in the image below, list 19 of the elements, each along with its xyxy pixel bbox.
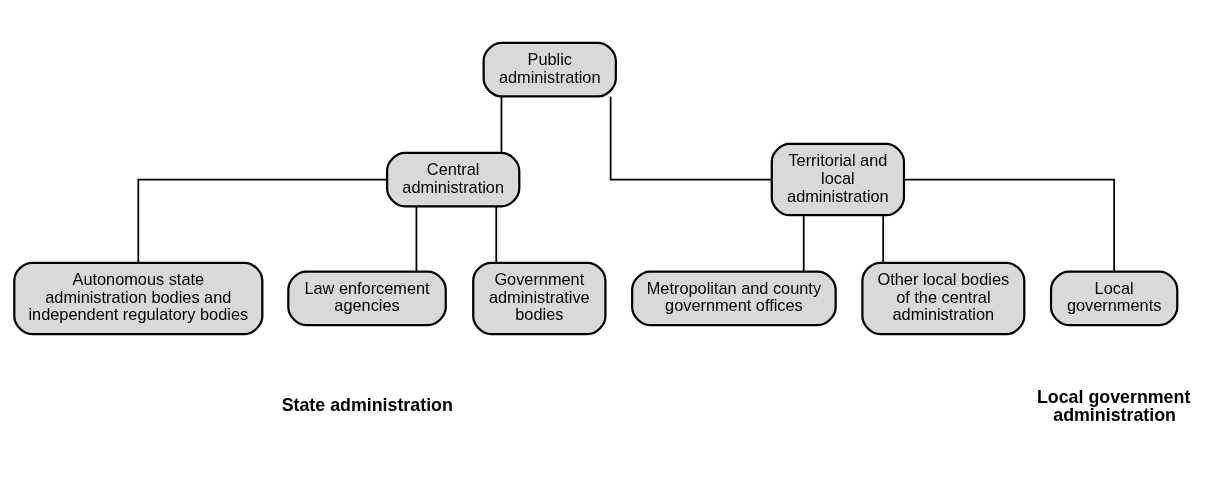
node-box: Government administrative bodies (472, 261, 607, 336)
label: Local government administration (1036, 387, 1191, 426)
connector (495, 205, 498, 264)
connector (802, 214, 805, 273)
node-box: Autonomous state administration bodies and independent regulatory bodies (13, 261, 264, 336)
connector (609, 95, 773, 181)
connector (500, 95, 503, 154)
node-box: Other local bodies of the central administration (861, 261, 1026, 336)
node-box: Metropolitan and county government offices (631, 270, 837, 327)
label: State administration (281, 395, 453, 416)
node-box: Central administration (385, 151, 521, 208)
connector (903, 178, 1116, 273)
connector (137, 178, 388, 264)
node-box: Public administration (482, 41, 617, 98)
connector (882, 214, 885, 264)
node-box: Local governments (1049, 270, 1179, 327)
node-box: Territorial and local administration (770, 142, 906, 217)
connector (415, 205, 418, 273)
node-box: Law enforcement agencies (287, 270, 447, 327)
